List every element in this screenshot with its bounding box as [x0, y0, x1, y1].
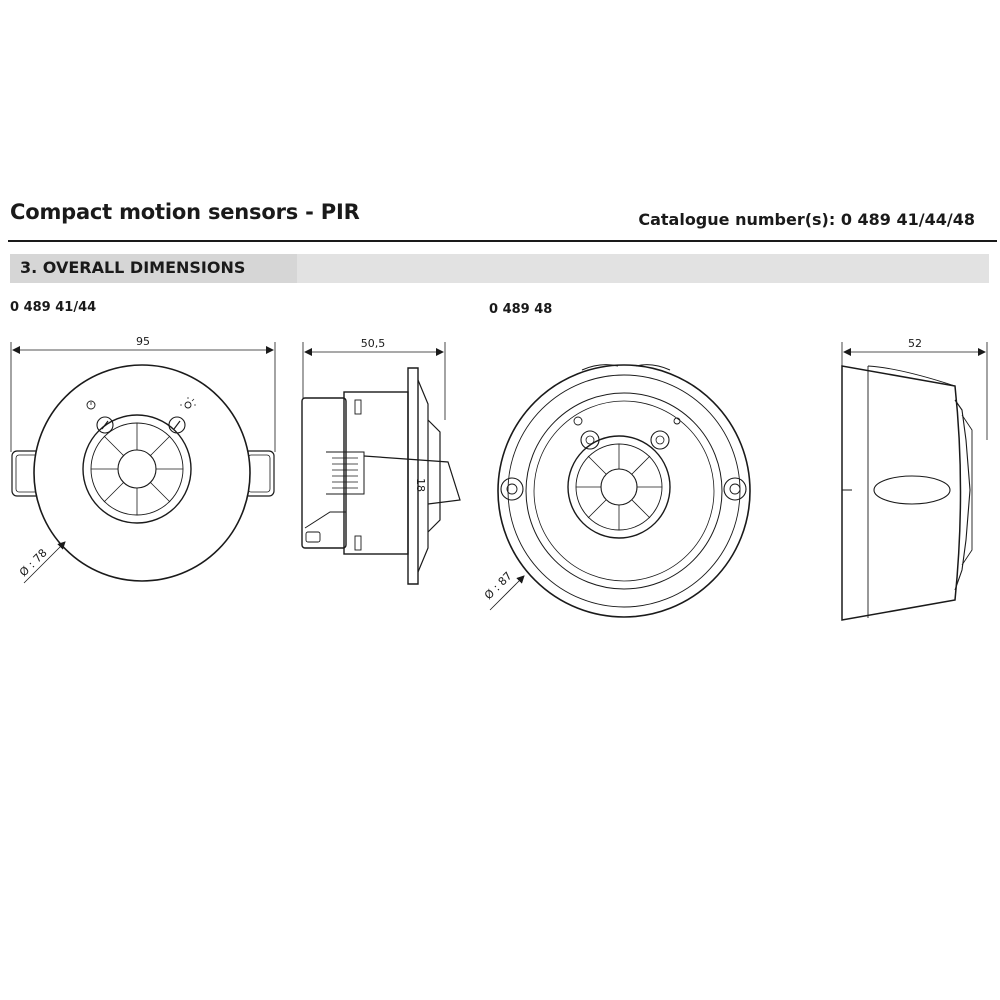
document-title: Compact motion sensors - PIR	[10, 200, 360, 224]
lens-center-2	[600, 468, 638, 506]
sun-icon-2	[673, 417, 681, 425]
front-view-1: 95 Ø : 7	[10, 335, 276, 584]
front-view-2: Ø : 87	[482, 364, 751, 618]
width-dimension-label: 95	[136, 335, 150, 348]
lens-dome-profile-2	[954, 399, 971, 591]
header-rule	[8, 240, 997, 242]
outer-housing	[33, 364, 251, 582]
section-bar-tab	[10, 254, 297, 283]
time-knob-2	[580, 430, 600, 450]
clock-icon	[86, 400, 96, 410]
clock-icon-2	[573, 416, 583, 426]
section-bar: 3. OVERALL DIMENSIONS	[10, 254, 989, 283]
mounting-flange	[407, 367, 419, 585]
depth-dimension-label: 50,5	[361, 337, 386, 350]
screw-hole-left	[500, 477, 524, 501]
spring-clip-wire	[363, 455, 461, 505]
diameter-leader-2	[489, 575, 525, 611]
catalogue-numbers: Catalogue number(s): 0 489 41/44/48	[638, 210, 975, 229]
sun-icon	[184, 401, 192, 409]
diameter-label-2: Ø : 87	[482, 569, 515, 602]
side-window	[873, 475, 951, 505]
side-view-2: 52	[841, 337, 988, 621]
small-dimension-label: 18	[414, 478, 427, 492]
time-knob	[96, 416, 114, 434]
rear-body	[301, 397, 347, 549]
lens-dome-profile	[427, 419, 441, 533]
depth-dimension-label-2: 52	[908, 337, 922, 350]
housing-profile	[841, 365, 962, 621]
lens-outer	[82, 414, 192, 524]
screw-hole-right	[723, 477, 747, 501]
main-body	[343, 391, 409, 555]
model-label-2: 0 489 48	[489, 302, 553, 317]
lens-outer-2	[567, 435, 671, 539]
lux-knob	[168, 416, 186, 434]
lux-knob-2	[650, 430, 670, 450]
diameter-leader	[23, 541, 66, 584]
outer-housing-2	[497, 364, 751, 618]
section-title: 3. OVERALL DIMENSIONS	[20, 258, 246, 277]
model-label-1: 0 489 41/44	[10, 300, 97, 315]
side-view-1: 50,5 18	[301, 337, 461, 585]
